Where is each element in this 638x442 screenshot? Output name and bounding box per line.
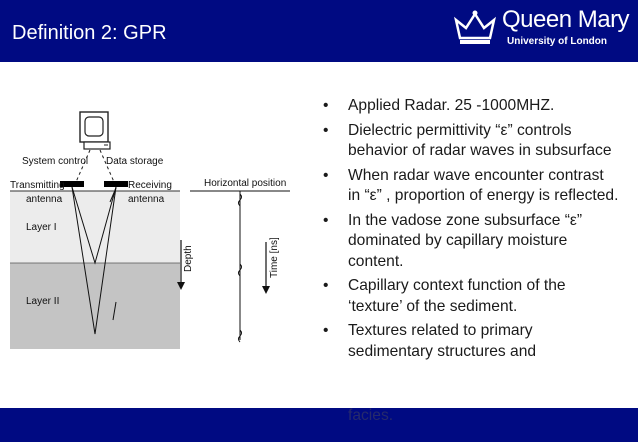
depth-label: Depth — [183, 245, 194, 272]
trace — [238, 191, 242, 343]
depth-arrow — [177, 240, 185, 290]
time-arrow — [262, 242, 270, 294]
receiving-antenna — [104, 181, 128, 187]
crown-icon — [454, 10, 496, 44]
bullet-list: •Applied Radar. 25 -1000MHZ. •Dielectric… — [320, 96, 620, 366]
layer-2-region — [10, 263, 180, 349]
university-logo: Queen Mary University of London — [452, 6, 632, 56]
logo-subtitle: University of London — [507, 36, 607, 47]
overflow-text: facies. — [348, 407, 394, 424]
system-control-label: System control — [22, 156, 88, 167]
logo-name: Queen Mary — [502, 6, 630, 33]
bullet-item: •Textures related to primary sedimentary… — [323, 322, 537, 360]
receiving-sub-label: antenna — [128, 194, 165, 205]
computer-icon — [79, 111, 111, 150]
receiving-label: Receiving — [128, 180, 172, 191]
horizontal-position-label: Horizontal position — [204, 178, 286, 189]
transmitting-antenna — [60, 181, 84, 187]
footer-bar — [0, 408, 638, 442]
title-bar: Definition 2: GPR Queen Mary University … — [0, 0, 638, 62]
bullet-item: •Applied Radar. 25 -1000MHZ. — [323, 97, 555, 114]
gpr-diagram: System control Data storage Transmitting… — [10, 111, 290, 349]
layer-1-label: Layer I — [26, 222, 57, 233]
ray-paths — [71, 186, 117, 335]
slide-title: Definition 2: GPR — [12, 22, 167, 44]
bullet-item: •When radar wave encounter contrast in “… — [323, 166, 619, 205]
bullet-item: •In the vadose zone subsurface “ε” domin… — [323, 211, 583, 270]
data-storage-label: Data storage — [106, 156, 164, 167]
transmitting-sub-label: antenna — [26, 194, 63, 205]
time-label: Time [ns] — [269, 237, 280, 278]
bullet-item: •Dielectric permittivity “ε” controls be… — [323, 121, 612, 160]
bullet-item: •Capillary context function of the ‘text… — [323, 277, 566, 315]
transmitting-label: Transmitting — [10, 180, 65, 191]
layer-2-label: Layer II — [26, 296, 59, 307]
layer-1-region — [10, 191, 180, 263]
